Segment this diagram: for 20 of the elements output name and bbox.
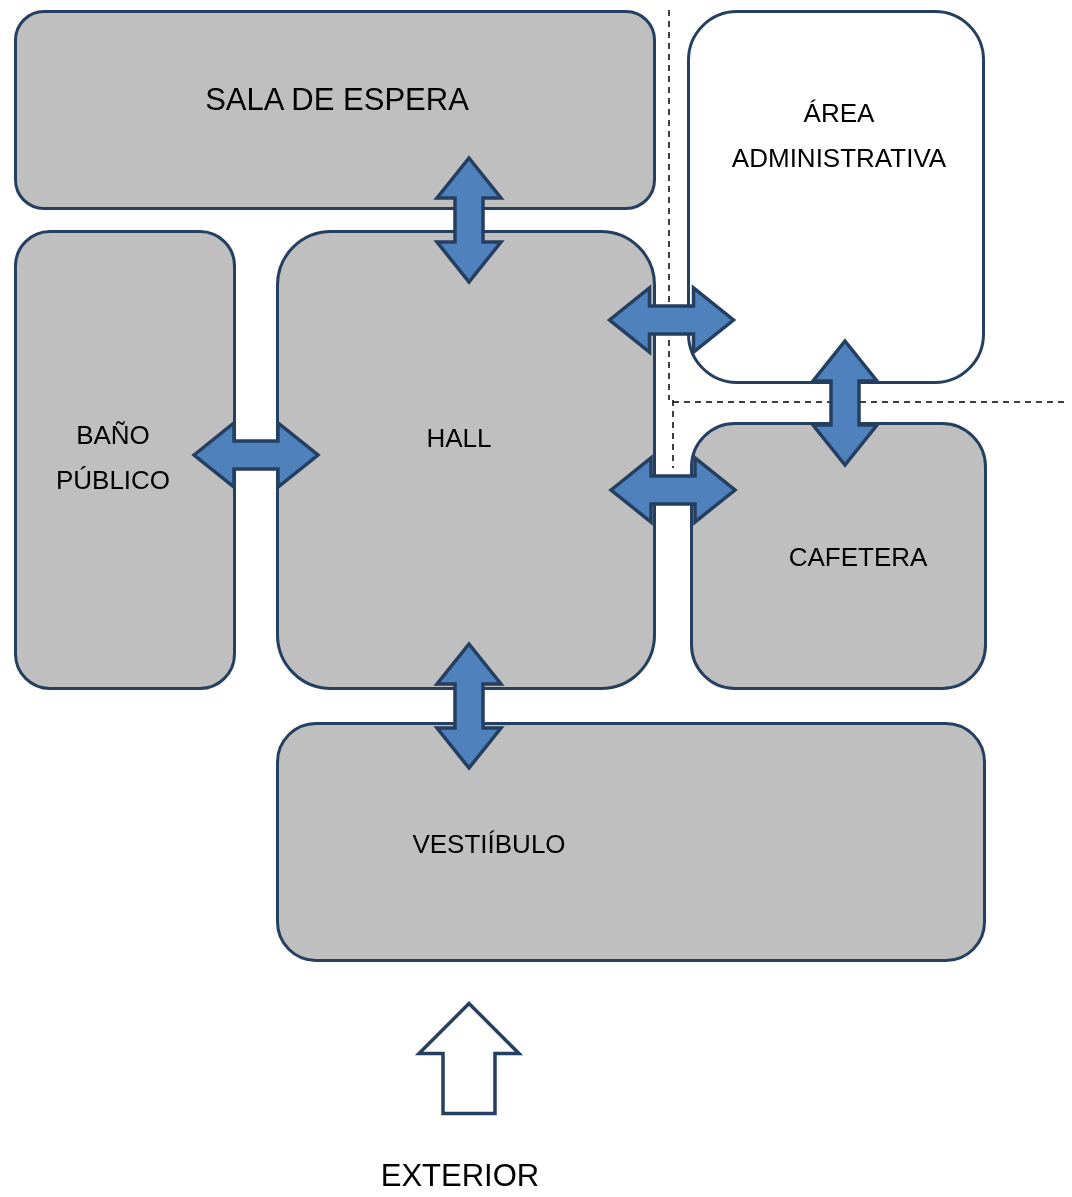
room-box [687,10,985,384]
room-box [14,10,656,210]
double-arrow [809,338,881,468]
room-box [276,230,656,690]
room-box [14,230,236,690]
block-arrow [414,1001,524,1116]
room-label: HALL [425,422,493,455]
room-label: CAFETERA [787,541,929,574]
room-label: SALA DE ESPERA [204,81,470,119]
double-arrow [606,284,737,356]
room-box [690,422,987,690]
room-label: BAÑO PÚBLICO [54,419,172,497]
double-arrow [433,155,505,285]
double-arrow [608,454,738,526]
room-label: VESTIÍBULO [411,828,567,861]
area-label: EXTERIOR [370,1155,550,1197]
double-arrow [433,641,505,771]
room-box [276,722,986,962]
double-arrow [191,419,321,491]
room-label: ÁREA ADMINISTRATIVA [730,97,948,175]
